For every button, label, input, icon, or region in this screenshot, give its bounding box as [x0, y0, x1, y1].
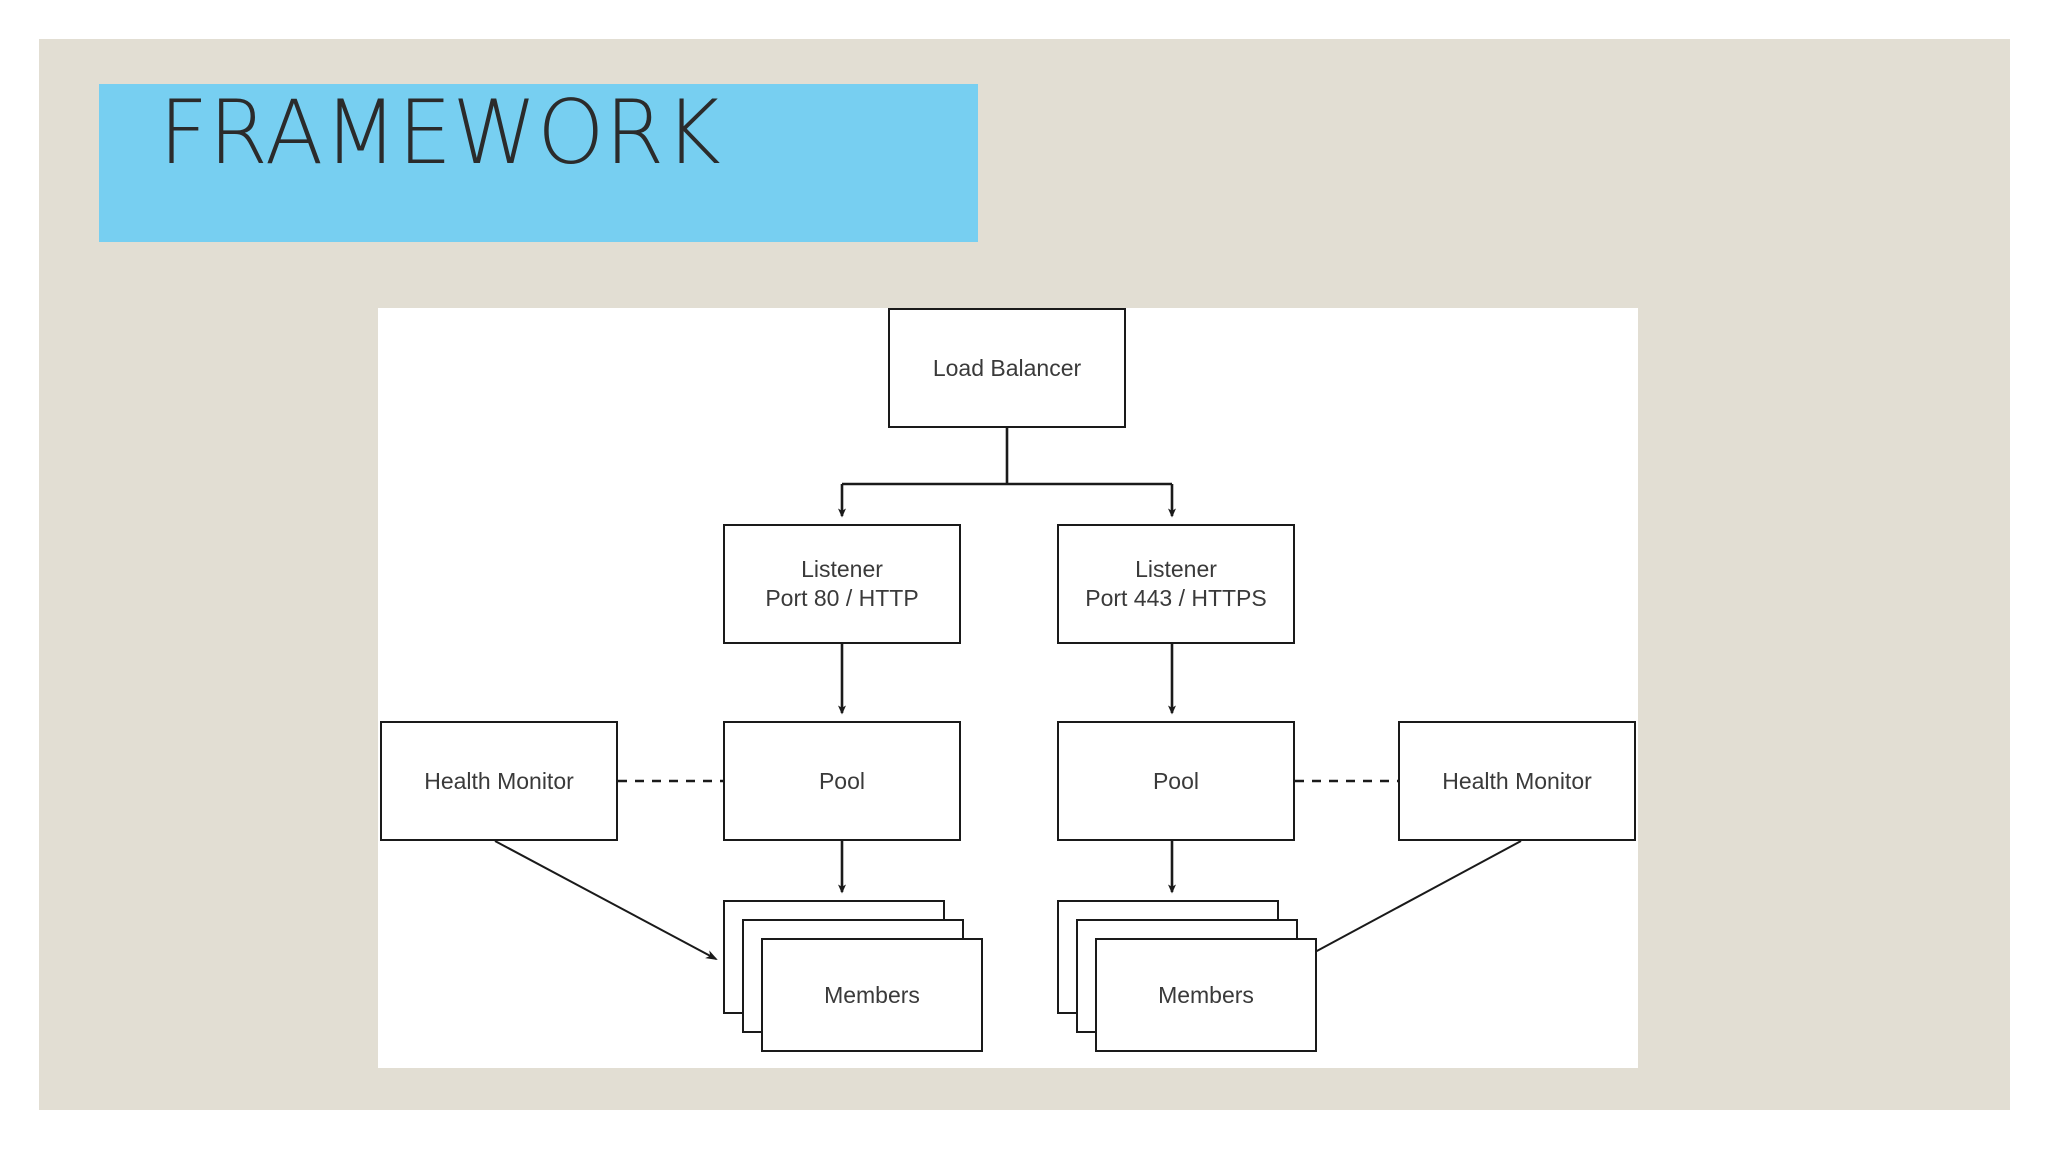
- members-right-card-front[interactable]: Members: [1095, 938, 1317, 1052]
- node-pool-left-label: Pool: [818, 767, 866, 794]
- diagram-panel: Load Balancer Listener Port 80 / HTTP Li…: [378, 308, 1638, 1068]
- node-members-right-label: Members: [1158, 981, 1254, 1008]
- node-pool-right-label: Pool: [1152, 767, 1200, 794]
- node-health-monitor-right[interactable]: Health Monitor: [1398, 721, 1636, 841]
- diagram-connectors: [494, 428, 1522, 960]
- node-pool-left[interactable]: Pool: [723, 721, 961, 841]
- page-title: FRAMEWORK: [159, 81, 722, 184]
- node-health-monitor-left-label: Health Monitor: [424, 767, 574, 794]
- node-members-right[interactable]: Members: [1057, 900, 1317, 1052]
- edge-hm-right-to-members-right: [1300, 840, 1522, 960]
- node-members-left-label: Members: [824, 981, 920, 1008]
- edge-hm-left-to-members-left: [494, 840, 718, 960]
- node-listener-http[interactable]: Listener Port 80 / HTTP: [723, 524, 961, 644]
- node-listener-https-label: Listener Port 443 / HTTPS: [1085, 556, 1267, 611]
- node-members-left[interactable]: Members: [723, 900, 983, 1052]
- node-load-balancer-label: Load Balancer: [932, 354, 1082, 381]
- node-health-monitor-right-label: Health Monitor: [1442, 767, 1592, 794]
- members-left-card-front[interactable]: Members: [761, 938, 983, 1052]
- node-health-monitor-left[interactable]: Health Monitor: [380, 721, 618, 841]
- node-pool-right[interactable]: Pool: [1057, 721, 1295, 841]
- slide-canvas: FRAMEWORK: [39, 39, 2010, 1110]
- node-load-balancer[interactable]: Load Balancer: [888, 308, 1126, 428]
- node-listener-http-label: Listener Port 80 / HTTP: [765, 556, 919, 611]
- title-band: [99, 84, 978, 242]
- node-listener-https[interactable]: Listener Port 443 / HTTPS: [1057, 524, 1295, 644]
